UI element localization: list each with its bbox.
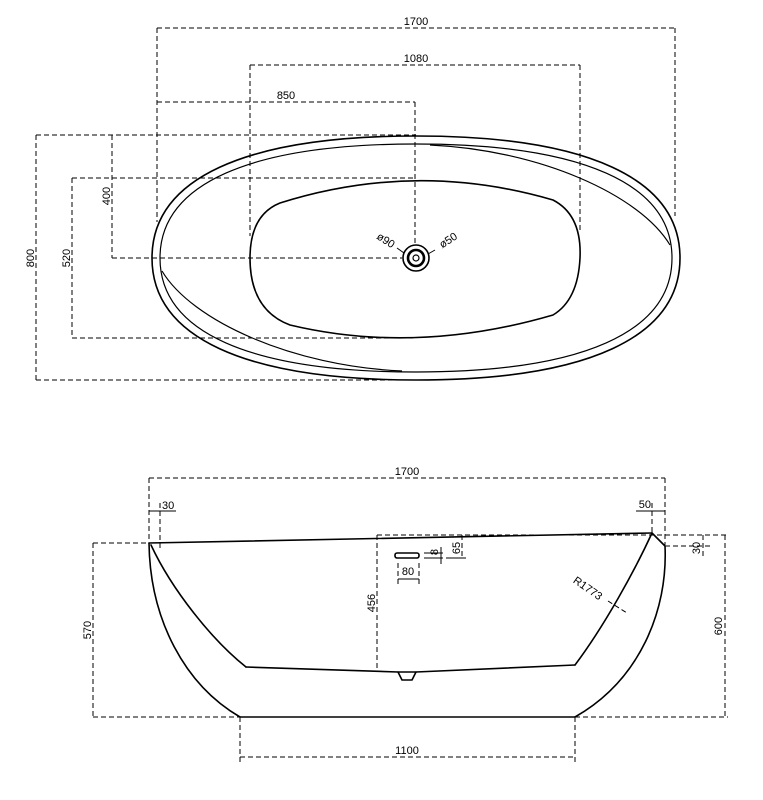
- dimension-label: 1700: [395, 466, 419, 478]
- drain-body: [397, 671, 417, 681]
- dimension-basin-depth: 456: [366, 535, 378, 672]
- dimension-overflow-width: 80: [397, 563, 420, 584]
- inner-wall-right: [574, 532, 653, 666]
- dimension-label: 1700: [404, 16, 428, 28]
- dimension-drain-offset: 850: [157, 90, 416, 244]
- dimension-overflow-offset: 65: [446, 535, 466, 559]
- dimension-overall-length-side: 1700: [148, 466, 666, 545]
- drain-icon: [402, 244, 430, 272]
- dimension-label: 80: [402, 566, 414, 578]
- dimension-base-length: 1100: [239, 717, 576, 763]
- drain-inner-leader: [427, 249, 436, 255]
- dimension-wall-radius: R1773: [571, 575, 628, 614]
- dimension-label: 30: [691, 542, 703, 554]
- inner-wall-left: [150, 544, 247, 668]
- drain-outer-leader: [396, 247, 405, 254]
- side-view: 1700 30 50 30 600 570: [82, 466, 728, 763]
- drain-inner-ring: [406, 248, 426, 268]
- drain-outer-diameter-label: ø90: [374, 231, 396, 251]
- basin-floor: [245, 664, 576, 673]
- dimension-label: 8: [429, 549, 441, 555]
- dimension-right-height: 600: [575, 535, 728, 718]
- outer-rim-outline: [151, 135, 681, 381]
- dimension-rim-rise: 30: [665, 535, 710, 557]
- dimension-label: 30: [162, 500, 174, 512]
- drain-center: [412, 254, 420, 262]
- outer-wall-left: [148, 542, 241, 718]
- dimension-label: 800: [25, 249, 37, 267]
- dimension-label: 570: [82, 621, 94, 639]
- rim-edge-top-right: [429, 144, 671, 246]
- outer-wall-right: [574, 532, 666, 718]
- drain-inner-diameter-label: ø50: [437, 231, 459, 251]
- dimension-left-height: 570: [82, 542, 240, 718]
- dimension-label: R1773: [571, 575, 604, 603]
- dimension-label: 1080: [404, 53, 428, 65]
- dimension-overflow-height: 8: [424, 547, 443, 564]
- dimension-basin-length: 1080: [249, 53, 581, 236]
- drain-outer-ring: [402, 244, 430, 272]
- dimension-label: 1100: [395, 745, 419, 757]
- dimension-label: 600: [713, 617, 725, 635]
- dimension-overall-length-plan: 1700: [156, 16, 676, 222]
- dimension-right-rim: 50: [636, 499, 665, 533]
- plan-view: ø90 ø50 1700 1080 850 800 520: [25, 16, 681, 381]
- dimension-label: 400: [101, 187, 113, 205]
- rim-top-line: [148, 532, 653, 544]
- dimension-overall-width: 800: [25, 134, 416, 381]
- dimension-label: 50: [639, 499, 651, 511]
- dimension-label: 520: [61, 249, 73, 267]
- dimension-basin-width: 520: [61, 177, 416, 339]
- dimension-label: 65: [451, 542, 463, 554]
- dimension-label: 850: [277, 90, 295, 102]
- basin-outline: [249, 179, 581, 339]
- dimension-label: 456: [366, 594, 378, 612]
- dimension-half-width: 400: [101, 135, 402, 259]
- overflow-slot: [394, 552, 420, 559]
- inner-rim-outline: [159, 143, 673, 373]
- dimension-left-rim: 30: [149, 500, 176, 548]
